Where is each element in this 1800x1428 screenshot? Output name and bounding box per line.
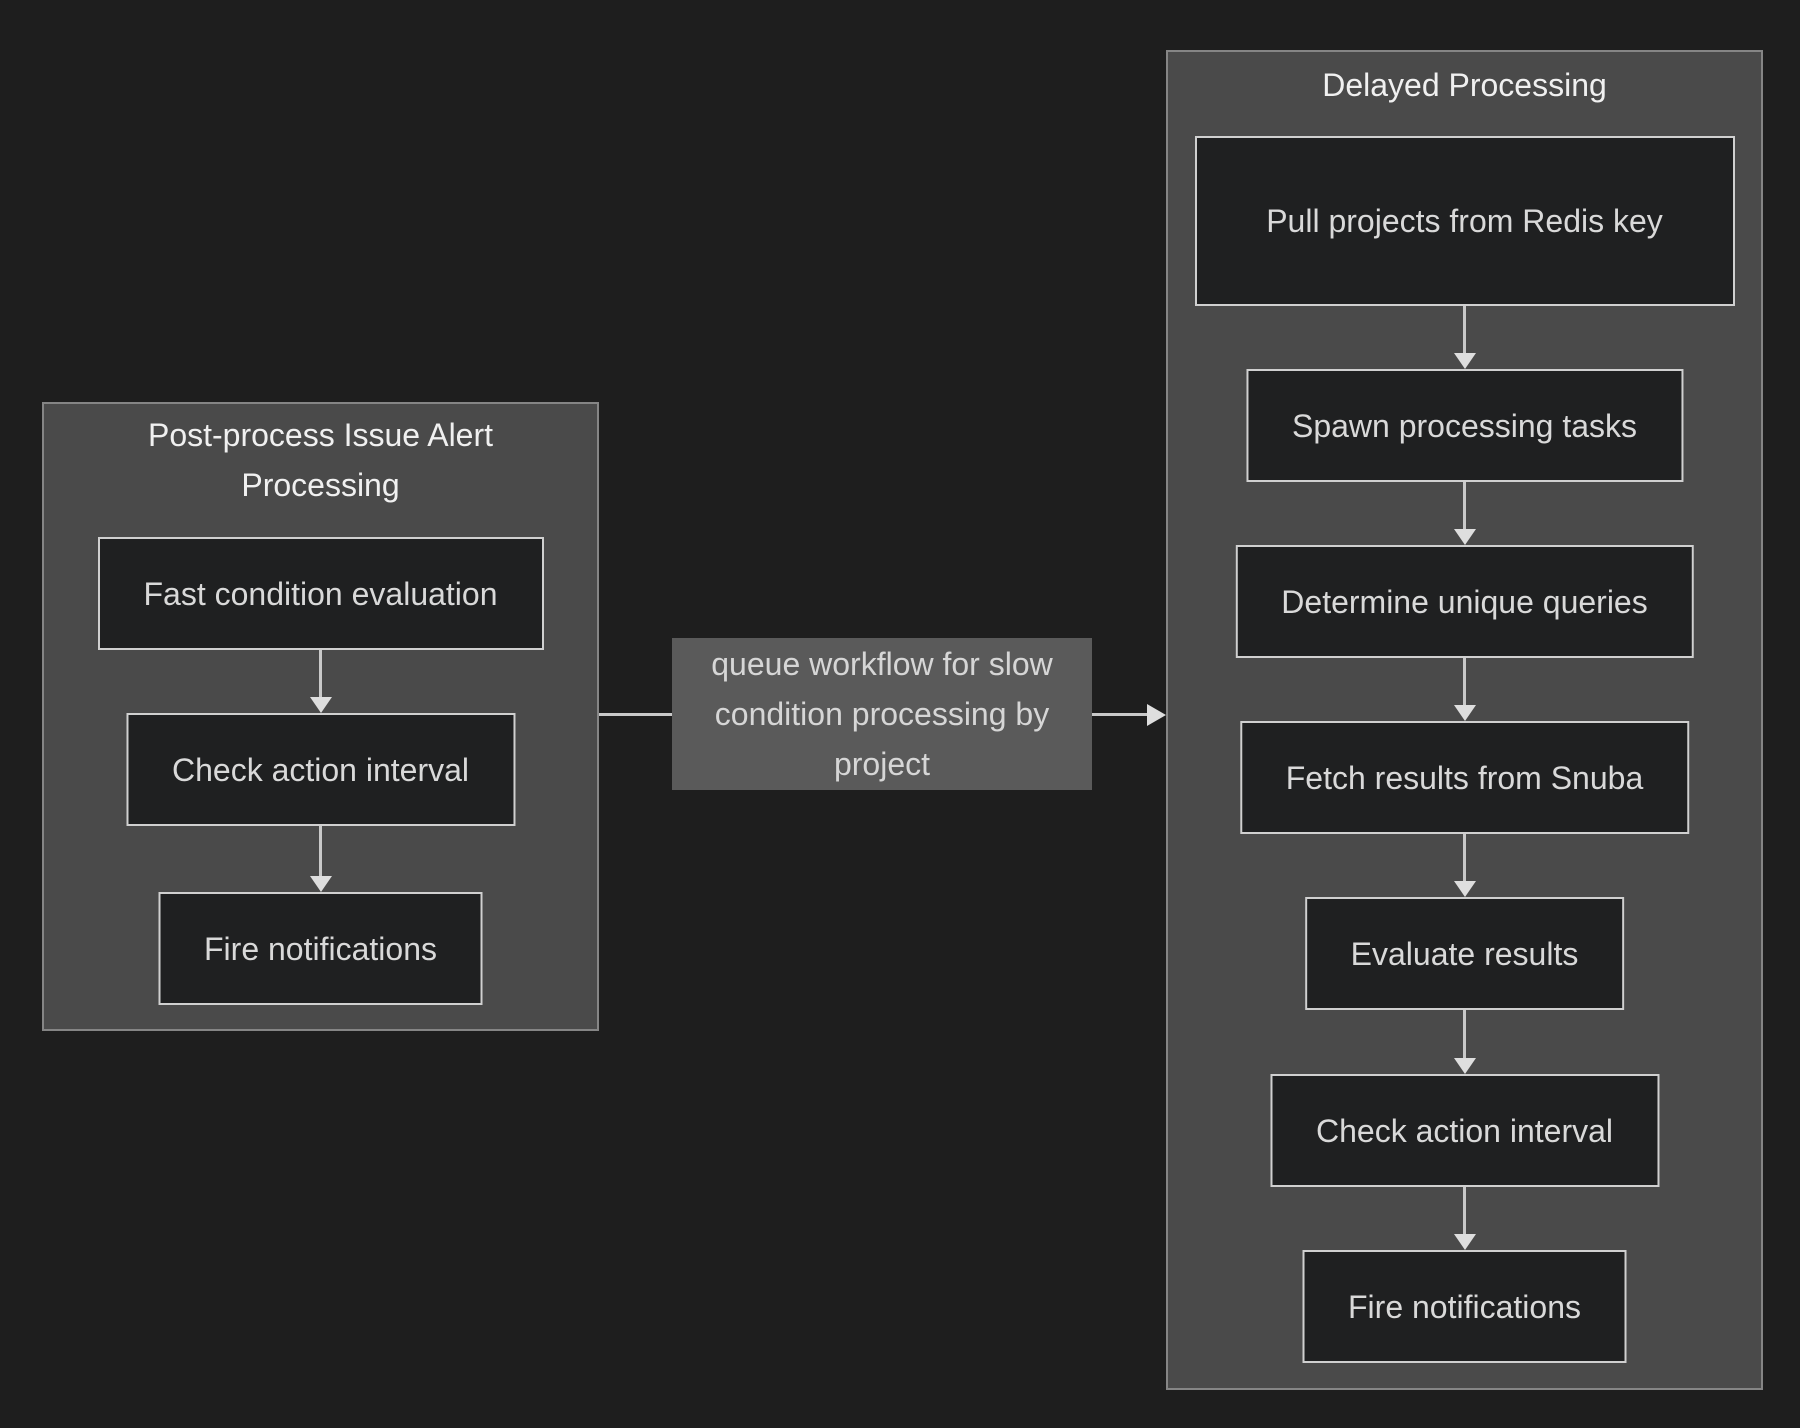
arrowhead-down-icon bbox=[309, 697, 332, 713]
node-determine-unique-queries: Determine unique queries bbox=[1235, 545, 1694, 658]
arrowhead-down-icon bbox=[309, 876, 332, 892]
edge-line bbox=[319, 826, 322, 876]
edge-line bbox=[1463, 1187, 1466, 1234]
main-edge-line-left bbox=[599, 713, 672, 716]
node-fast-condition-evaluation: Fast condition evaluation bbox=[97, 537, 544, 650]
edge-line bbox=[1463, 482, 1466, 529]
node-pull-projects-from-redis-key: Pull projects from Redis key bbox=[1194, 136, 1735, 306]
arrowhead-down-icon bbox=[1453, 1058, 1476, 1074]
arrowhead-down-icon bbox=[1453, 705, 1476, 721]
edge-label-queue-workflow: queue workflow for slow condition proces… bbox=[672, 638, 1092, 790]
node-check-action-interval-right: Check action interval bbox=[1269, 1074, 1660, 1187]
edge-check-to-fire-right bbox=[1453, 1187, 1476, 1250]
arrowhead-down-icon bbox=[1453, 881, 1476, 897]
edge-line bbox=[319, 650, 322, 697]
cluster-title-delayed-processing: Delayed Processing bbox=[1322, 67, 1607, 103]
arrowhead-down-icon bbox=[1453, 353, 1476, 369]
node-evaluate-results: Evaluate results bbox=[1304, 897, 1625, 1010]
edge-fetch-to-evaluate bbox=[1453, 834, 1476, 897]
edge-line bbox=[1463, 834, 1466, 881]
edge-spawn-to-determine bbox=[1453, 482, 1476, 545]
edge-line bbox=[1463, 1010, 1466, 1058]
cluster-post-process-issue-alert: Post-process Issue Alert Processing Fast… bbox=[42, 402, 599, 1031]
node-spawn-processing-tasks: Spawn processing tasks bbox=[1245, 369, 1684, 482]
arrowhead-down-icon bbox=[1453, 529, 1476, 545]
cluster-delayed-processing: Delayed Processing Pull projects from Re… bbox=[1166, 50, 1763, 1390]
node-fetch-results-from-snuba: Fetch results from Snuba bbox=[1239, 721, 1690, 834]
arrowhead-right-icon bbox=[1147, 704, 1166, 726]
edge-check-to-fire-left bbox=[309, 826, 332, 892]
cluster-title-post-process: Post-process Issue Alert Processing bbox=[147, 417, 494, 503]
node-check-action-interval-left: Check action interval bbox=[125, 713, 516, 826]
edge-determine-to-fetch bbox=[1453, 658, 1476, 721]
node-fire-notifications-left: Fire notifications bbox=[158, 892, 483, 1005]
node-fire-notifications-right: Fire notifications bbox=[1302, 1250, 1627, 1363]
edge-pull-to-spawn bbox=[1453, 306, 1476, 369]
edge-line bbox=[1463, 658, 1466, 705]
arrowhead-down-icon bbox=[1453, 1234, 1476, 1250]
edge-fast-to-check bbox=[309, 650, 332, 713]
edge-line bbox=[1463, 306, 1466, 353]
main-edge-line-right bbox=[1092, 713, 1148, 716]
edge-evaluate-to-check bbox=[1453, 1010, 1476, 1074]
